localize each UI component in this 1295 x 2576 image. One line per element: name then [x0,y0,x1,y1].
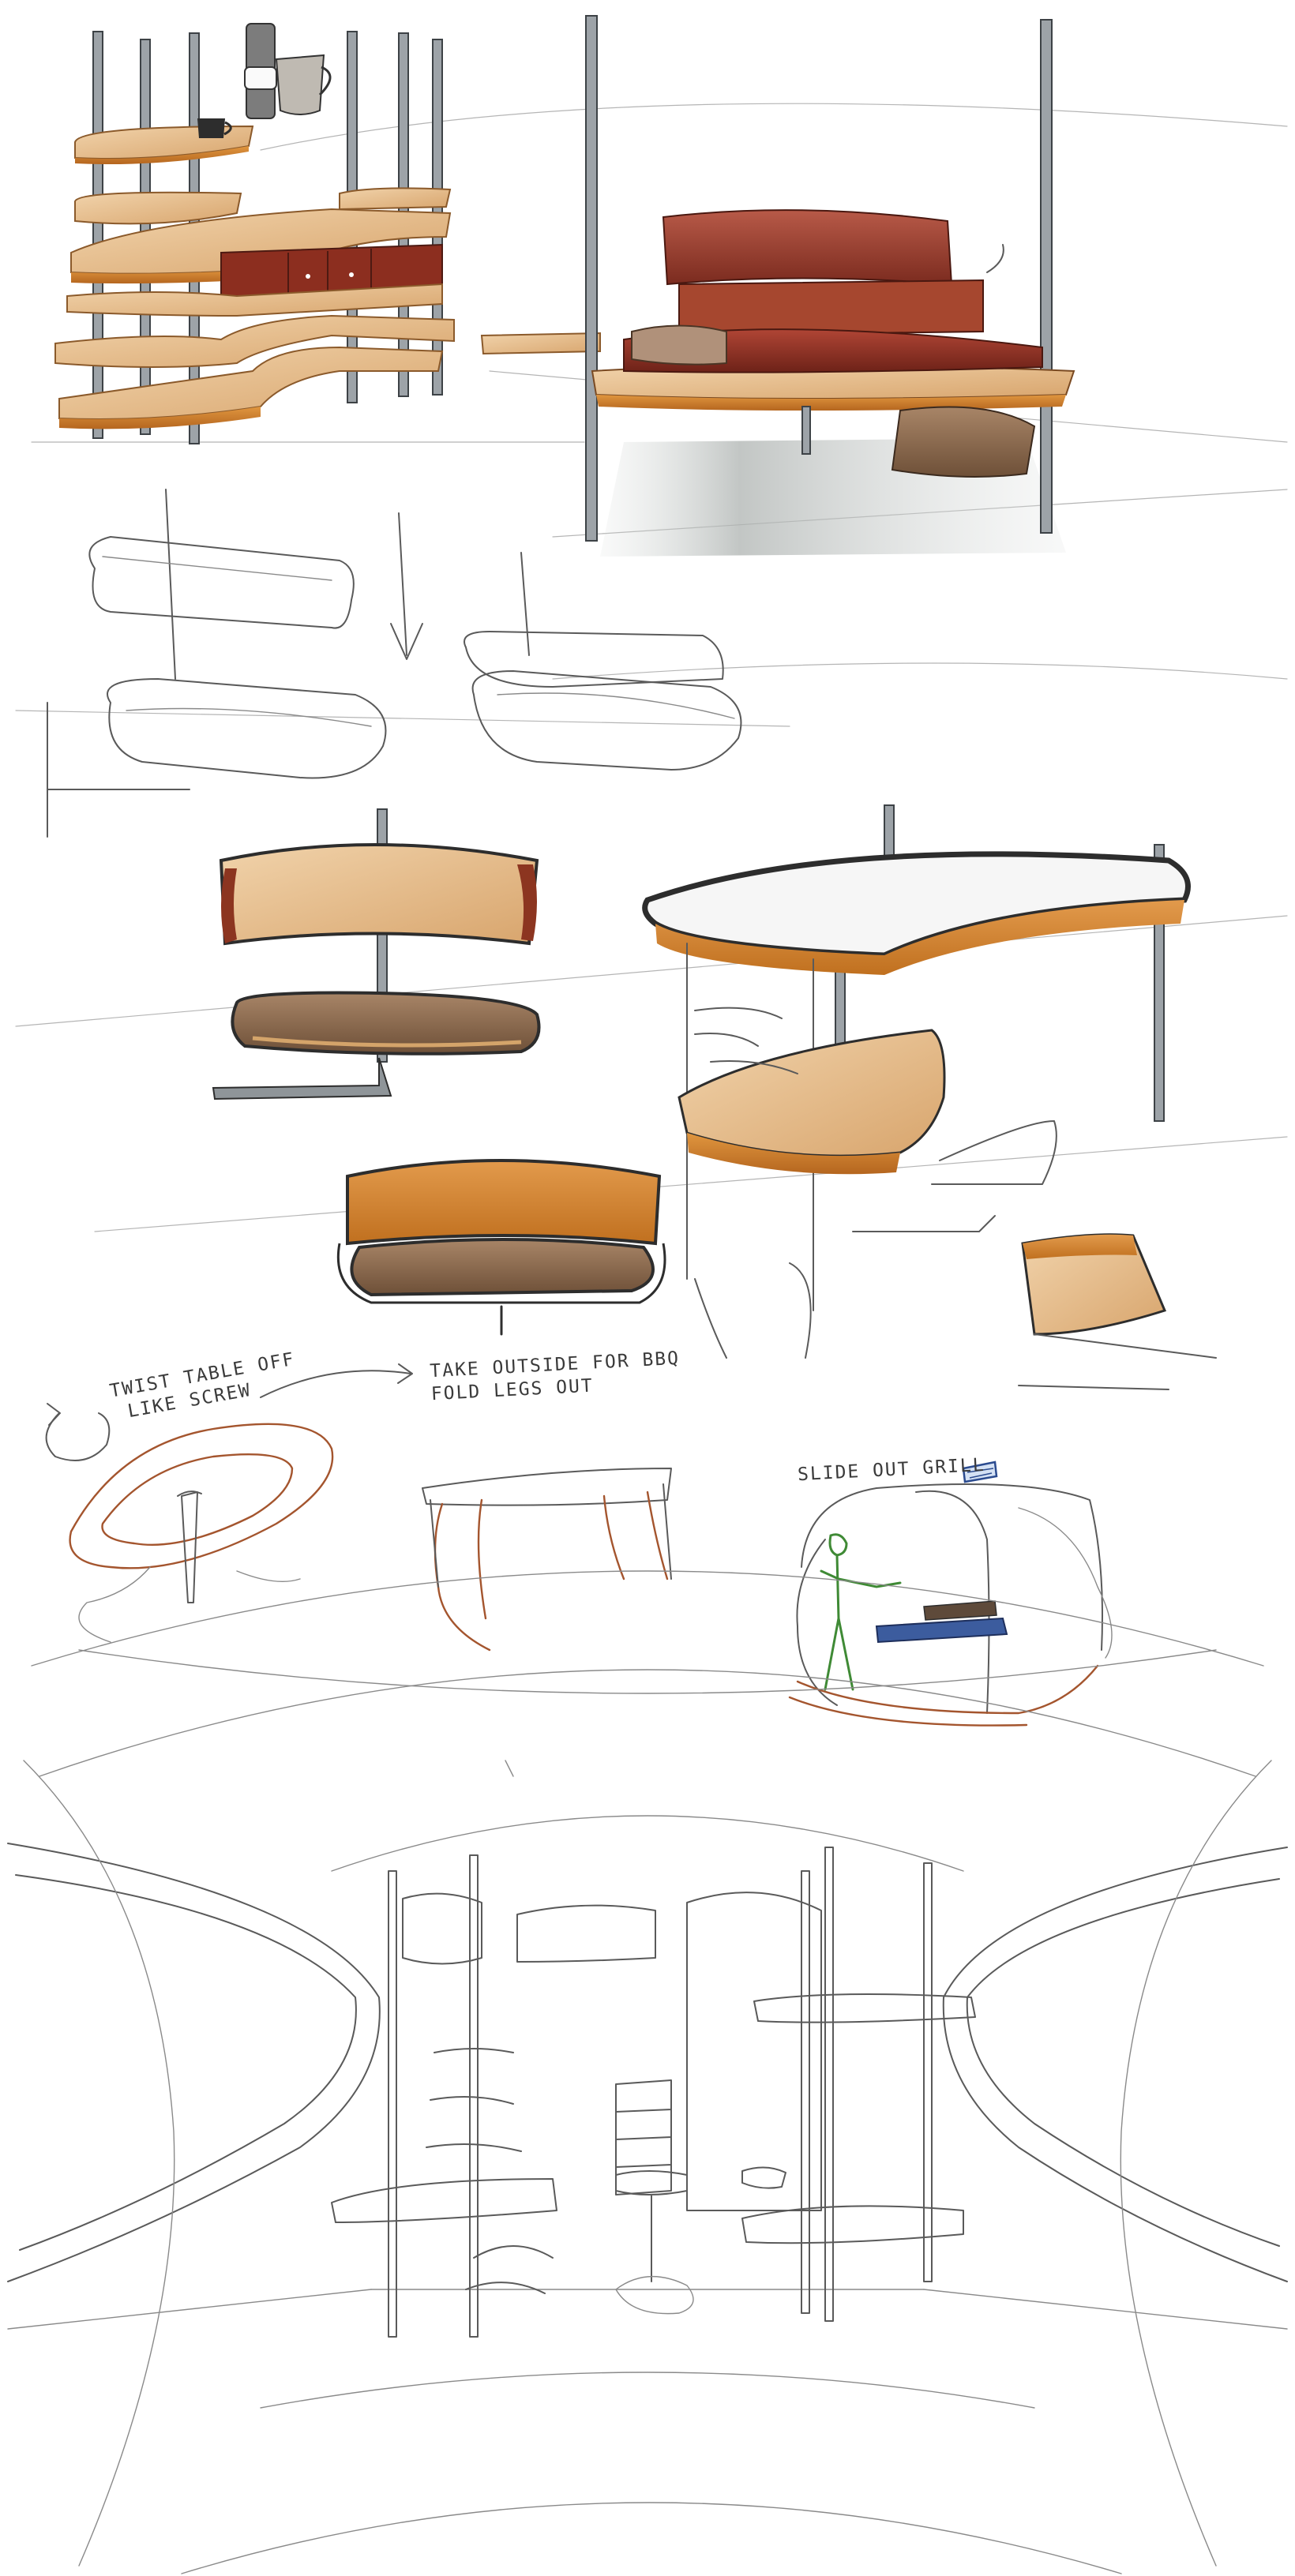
shelving-unit-sketch [31,23,1288,444]
pod-interior-perspective [7,1570,1288,2574]
coffee-mug-icon [197,23,332,138]
rendered-bucket-seat [336,1159,666,1336]
slide-out-grill-concept [788,1460,1113,1727]
twist-table-concept [45,1363,413,1643]
bed-sofa-sketch [489,15,1288,557]
table-desk-render [642,804,1217,1390]
rotate-arrow-icon [45,1403,111,1461]
chair-transform-sketch [15,489,1288,838]
grill-icon [962,1460,998,1483]
fold-legs-table-concept [422,1468,672,1652]
seat-render-sketch [15,808,1288,1232]
